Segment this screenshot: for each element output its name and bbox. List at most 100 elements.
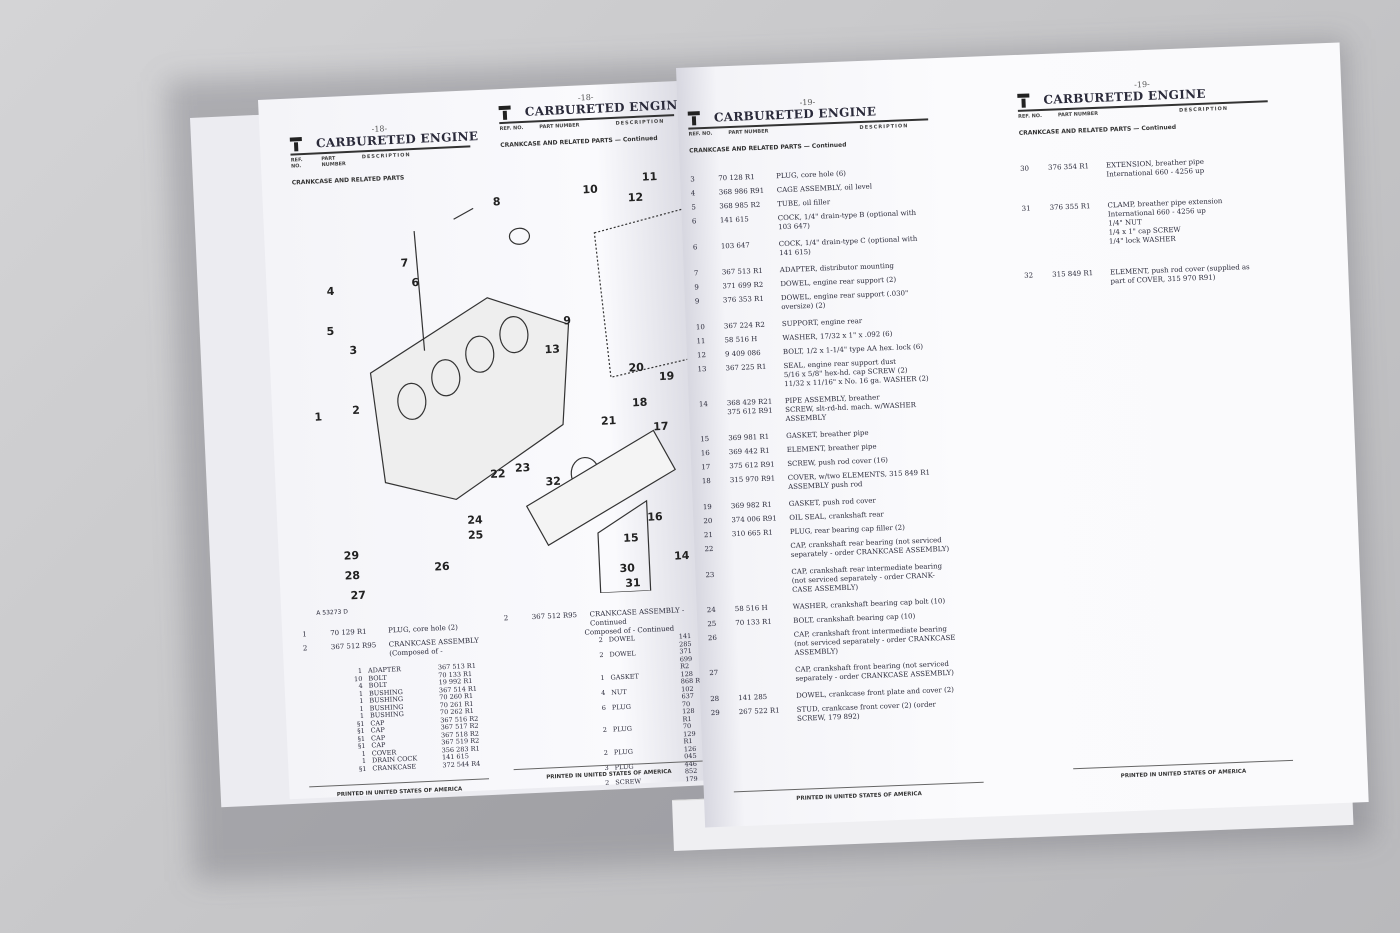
part-number: 367 225 R1 [725, 362, 767, 373]
part-number: 141 285 [738, 692, 768, 703]
ref-number: 7 [693, 269, 699, 278]
callout-label: 11 [642, 170, 658, 184]
part-number: 367 512 R95 [531, 611, 578, 622]
col-part: PART NUMBER [321, 155, 346, 169]
part-number: 376 354 R1 [1047, 162, 1090, 172]
component-name: CRANKCASE [372, 762, 417, 772]
page-footer: PRINTED IN UNITED STATES OF AMERICA [1073, 759, 1294, 782]
section-title: CRANKCASE AND RELATED PARTS — Continued [500, 134, 658, 150]
callout-label: 29 [343, 549, 359, 563]
part-number: 368 985 R2 [719, 200, 761, 211]
callout-label: 24 [467, 513, 483, 527]
ref-number: 13 [697, 365, 707, 374]
part-description: CAP, crankshaft front intermediate beari… [793, 625, 956, 657]
ref-number: 15 [700, 435, 710, 444]
page-footer: PRINTED IN UNITED STATES OF AMERICA [733, 781, 985, 805]
part-description: ELEMENT, push rod cover (supplied as par… [1110, 263, 1250, 286]
ref-number: 16 [700, 448, 710, 458]
parts-row: 13 367 225 R1 SEAL, engine rear support du… [697, 354, 998, 392]
part-description: SEAL, engine rear support dust 5/16 x 5/… [783, 357, 929, 389]
ref-number: 32 [1024, 271, 1034, 280]
col-part: PART NUMBER [728, 128, 769, 137]
section-title: CRANKCASE AND RELATED PARTS — Continued [689, 141, 847, 155]
part-number: 58 516 H [724, 335, 758, 345]
component-qty: §1 [358, 764, 367, 773]
ref-number: 11 [696, 337, 706, 346]
callout-label: 5 [326, 325, 334, 338]
callout-label: 19 [659, 369, 675, 383]
component-qty: 6 [601, 703, 607, 712]
part-description: DOWEL, engine rear support (.030" oversi… [780, 289, 909, 312]
callout-label: 9 [563, 314, 571, 327]
part-number [736, 631, 795, 660]
ref-number: 1 [302, 630, 307, 639]
ref-number: 20 [703, 516, 713, 526]
callout-label: 1 [314, 410, 322, 423]
callout-label: 27 [350, 589, 366, 603]
part-number: 368 429 R21 375 612 R91 [726, 397, 773, 417]
section-title: CRANKCASE AND RELATED PARTS — Continued [1018, 123, 1177, 137]
callout-label: 10 [582, 183, 598, 197]
callout-label: 13 [544, 343, 560, 357]
part-number: 141 615 [719, 215, 749, 225]
component-qty: 2 [599, 650, 604, 660]
callout-label: 3 [349, 344, 357, 357]
part-number: 267 522 R1 [738, 706, 780, 717]
part-number [733, 568, 792, 597]
col-part: PART NUMBER [539, 122, 580, 131]
ref-number: 2 [302, 644, 308, 653]
callout-label: 2 [352, 404, 360, 417]
ref-number: 6 [691, 217, 697, 226]
part-number: 376 353 R1 [722, 294, 764, 305]
callout-label: 22 [490, 467, 506, 481]
part-description: COCK, 1/4" drain-type C (optional with 1… [778, 234, 918, 258]
callout-label: 12 [628, 191, 644, 205]
col-ref: REF. NO. [688, 130, 713, 138]
part-number: 371 699 R2 [722, 280, 764, 291]
col-ref: REF. NO. [1018, 112, 1043, 120]
callout-label: 32 [545, 475, 561, 489]
part-description: CAP, crankshaft rear bearing (not servic… [790, 536, 950, 559]
callout-label: 31 [625, 576, 641, 590]
part-description: STUD, crankcase front cover (2) (order S… [796, 700, 937, 723]
ref-number: 30 [1019, 164, 1030, 173]
part-number: 70 133 R1 [735, 617, 772, 628]
callout-label: 30 [619, 561, 635, 575]
col-desc: DESCRIPTION [1178, 105, 1229, 114]
part-number: 368 986 R91 [718, 186, 765, 197]
ref-number: 4 [690, 189, 696, 198]
callout-label: 17 [653, 420, 669, 434]
component-qty: 1 [600, 673, 605, 682]
callout-label: 8 [493, 195, 501, 208]
part-description: CAP, crankshaft front bearing (not servi… [795, 659, 955, 683]
ref-number: 19 [702, 502, 712, 512]
part-number: 376 355 R1 [1049, 202, 1091, 212]
ref-number: 22 [704, 544, 714, 554]
part-number: 367 513 R1 [721, 266, 763, 277]
part-description: CLAMP, breather pipe extension Internati… [1107, 197, 1223, 246]
ref-number: 21 [703, 530, 714, 540]
parts-row: 31 376 355 R1 CLAMP, breather pipe extensi… [1022, 194, 1314, 250]
callout-label: 23 [515, 461, 531, 475]
ref-number: 10 [695, 323, 706, 332]
ref-number: 29 [710, 708, 720, 718]
component-qty: 4 [600, 688, 606, 697]
callout-label: 16 [647, 510, 663, 524]
part-number [732, 542, 791, 562]
callout-label: 25 [468, 528, 484, 542]
part-number: 374 006 R91 [731, 514, 777, 525]
ih-logo-icon [688, 111, 701, 125]
part-number: 310 665 R1 [731, 528, 773, 539]
component-name: DOWEL [609, 649, 636, 659]
part-description: CRANKCASE ASSEMBLY (Composed of - [388, 636, 480, 658]
ref-number: 2 [503, 614, 509, 623]
part-number: 369 982 R1 [730, 500, 772, 511]
ref-number: 31 [1021, 204, 1031, 213]
